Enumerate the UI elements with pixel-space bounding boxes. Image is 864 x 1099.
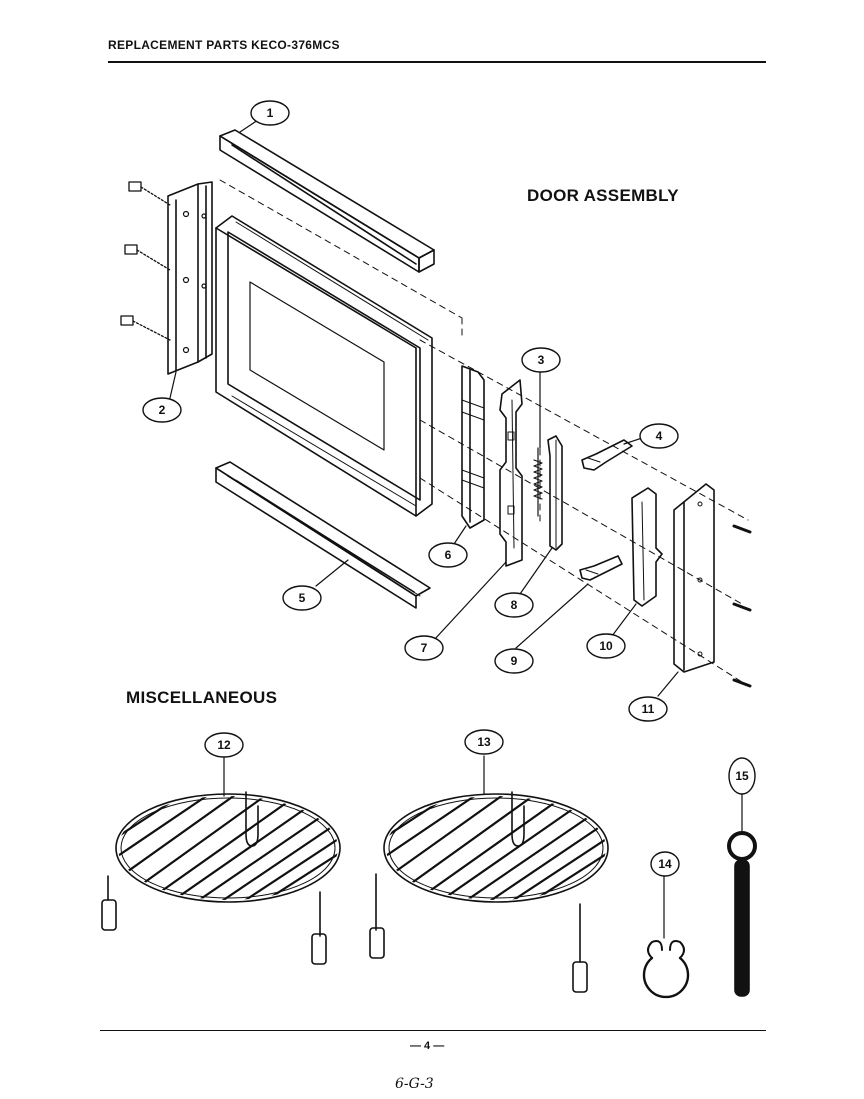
callout-13	[464, 729, 504, 755]
header-rule	[108, 61, 766, 63]
callout-6	[428, 542, 468, 568]
callout-5	[282, 585, 322, 611]
callout-label-6: 6	[445, 548, 452, 562]
callout-8	[494, 592, 534, 618]
callout-15	[728, 757, 756, 795]
callout-label-2: 2	[159, 403, 166, 417]
callout-7	[404, 635, 444, 661]
callout-10	[586, 633, 626, 659]
part-9-latch-lower	[579, 555, 623, 581]
callout-12	[204, 732, 244, 758]
callout-label-4: 4	[656, 429, 663, 443]
callout-4	[639, 423, 679, 449]
page-number: — 4 —	[410, 1040, 445, 1052]
handwritten-note: 6-G-3	[395, 1076, 434, 1092]
part-1-top-trim	[219, 129, 435, 273]
page-header: REPLACEMENT PARTS KECO-376MCS	[108, 38, 340, 52]
hinge-screws	[120, 181, 171, 341]
part-4-latch-upper	[581, 439, 633, 471]
callout-label-5: 5	[299, 591, 306, 605]
callout-label-14: 14	[658, 857, 672, 871]
part-14-clip	[642, 940, 690, 999]
callout-1	[250, 100, 290, 126]
callout-label-13: 13	[477, 735, 491, 749]
callout-label-9: 9	[511, 654, 518, 668]
callout-label-12: 12	[217, 738, 231, 752]
part-11-side-panel	[673, 483, 715, 673]
callout-label-7: 7	[421, 641, 428, 655]
door-leader-lines	[169, 119, 679, 697]
part-8-latch-bracket	[547, 435, 563, 551]
part-15-probe	[727, 831, 757, 997]
part-7-latch-plate	[499, 379, 523, 567]
part-10-bracket	[631, 487, 663, 607]
misc-leader-lines	[223, 755, 743, 939]
side-panel-screws	[732, 524, 752, 688]
miscellaneous-heading: MISCELLANEOUS	[126, 688, 278, 707]
part-6-channel	[461, 365, 485, 529]
part-3-spring	[533, 447, 543, 517]
part-12-rack	[101, 791, 341, 965]
callout-label-15: 15	[735, 769, 749, 783]
callout-label-10: 10	[599, 639, 613, 653]
door-frame	[215, 215, 433, 517]
part-13-rack	[369, 791, 609, 993]
callout-14	[650, 851, 680, 877]
callout-11	[628, 696, 668, 722]
footer-rule	[100, 1030, 766, 1031]
callout-3	[521, 347, 561, 373]
callout-label-8: 8	[511, 598, 518, 612]
part-5-bottom-trim	[215, 461, 431, 609]
callout-label-1: 1	[267, 106, 274, 120]
callout-labels: 1 2 3 4 5 6 7 8 9 10 11 12 13 14 15	[159, 106, 749, 871]
callout-9	[494, 648, 534, 674]
callout-label-11: 11	[642, 702, 655, 716]
callout-markers	[142, 100, 756, 877]
part-2-hinge	[167, 181, 213, 375]
callout-2	[142, 397, 182, 423]
door-assembly-heading: DOOR ASSEMBLY	[527, 186, 679, 205]
callout-label-3: 3	[538, 353, 545, 367]
